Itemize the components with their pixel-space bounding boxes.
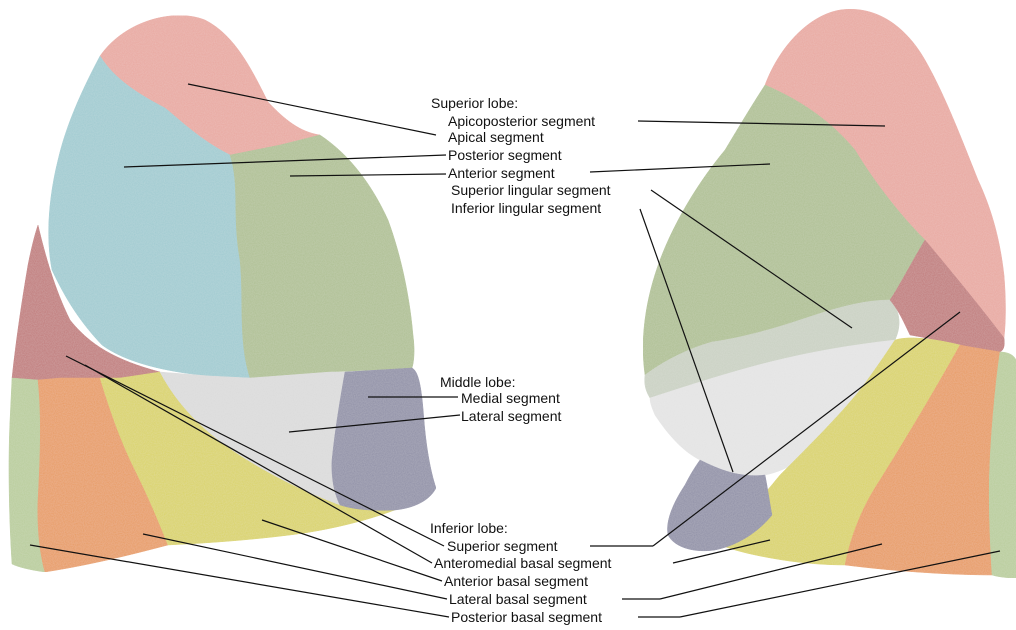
label-anterior-basal-segment: Anterior basal segment xyxy=(444,573,588,589)
label-apical-segment: Apical segment xyxy=(448,129,544,145)
label-anterior-segment: Anterior segment xyxy=(448,165,555,181)
label-posterior-basal-segment: Posterior basal segment xyxy=(451,609,602,625)
right-anterior-segment xyxy=(230,135,414,378)
inferior-lobe-heading: Inferior lobe: xyxy=(430,520,508,536)
label-anteromedial-basal-segment: Anteromedial basal segment xyxy=(434,555,611,571)
label-posterior-segment: Posterior segment xyxy=(448,147,562,163)
superior-lobe-heading: Superior lobe: xyxy=(431,95,518,111)
label-superior-segment: Superior segment xyxy=(447,538,558,554)
label-lateral-segment: Lateral segment xyxy=(461,408,561,424)
label-lateral-basal-segment: Lateral basal segment xyxy=(449,591,587,607)
middle-lobe-medial-segment xyxy=(332,368,436,510)
label-superior-lingular-segment: Superior lingular segment xyxy=(451,182,611,198)
left-lung xyxy=(643,9,1016,578)
middle-lobe-heading: Middle lobe: xyxy=(440,374,516,390)
label-inferior-lingular-segment: Inferior lingular segment xyxy=(451,200,601,216)
label-apicoposterior-segment: Apicoposterior segment xyxy=(448,113,595,129)
right-lung xyxy=(9,16,436,573)
label-medial-segment: Medial segment xyxy=(461,390,560,406)
